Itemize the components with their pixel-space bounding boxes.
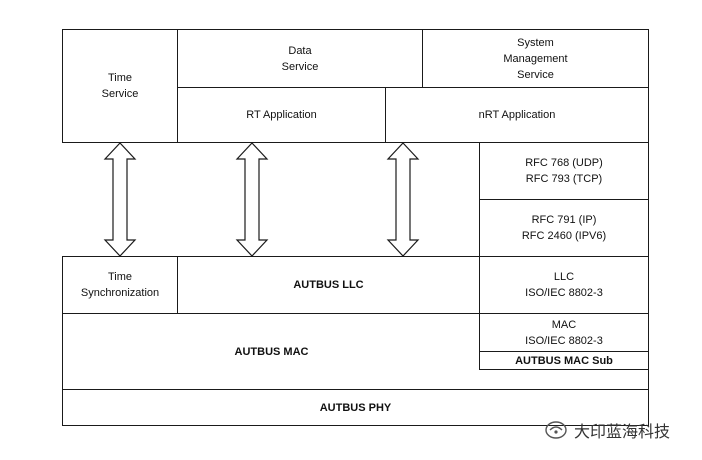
time-service-label: Time Service: [101, 72, 139, 100]
rfc-udp-tcp-label: RFC 768 (UDP) RFC 793 (TCP): [525, 157, 603, 185]
watermark: 大印蓝海科技: [544, 418, 670, 442]
autbus-phy-box: AUTBUS PHY: [62, 389, 649, 426]
llc-iso-label: LLC ISO/IEC 8802-3: [525, 271, 603, 299]
llc-iso-box: LLC ISO/IEC 8802-3: [479, 256, 649, 314]
double-arrow-time: [103, 142, 137, 257]
rfc-ip-ipv6-box: RFC 791 (IP) RFC 2460 (IPV6): [479, 199, 649, 257]
watermark-text: 大印蓝海科技: [574, 422, 671, 441]
autbus-phy-label: AUTBUS PHY: [319, 401, 392, 414]
system-management-service-label: System Management Service: [503, 36, 568, 81]
time-synchronization-label: Time Synchronization: [80, 271, 160, 299]
rt-application-box: RT Application: [177, 87, 386, 143]
autbus-llc-label: AUTBUS LLC: [293, 279, 364, 291]
data-service-label: Data Service: [281, 44, 319, 73]
double-arrow-rt: [235, 142, 269, 257]
nrt-application-box: nRT Application: [385, 87, 649, 143]
time-synchronization-box: Time Synchronization: [62, 256, 178, 314]
rt-application-label: RT Application: [246, 109, 317, 121]
mac-iso-label: MAC ISO/IEC 8802-3: [525, 318, 603, 347]
double-arrow-nrt: [386, 142, 420, 257]
autbus-llc-box: AUTBUS LLC: [177, 256, 480, 314]
autbus-mac-label: AUTBUS MAC: [234, 345, 309, 358]
mac-iso-box: MAC ISO/IEC 8802-3: [479, 313, 649, 352]
autbus-mac-sub-label: AUTBUS MAC Sub: [515, 354, 613, 367]
rfc-ip-ipv6-label: RFC 791 (IP) RFC 2460 (IPV6): [521, 214, 607, 242]
wechat-official-account-icon: [545, 421, 567, 439]
time-service-box: Time Service: [62, 29, 178, 143]
nrt-application-label: nRT Application: [478, 109, 556, 121]
system-management-service-box: System Management Service: [422, 29, 649, 88]
data-service-box: Data Service: [177, 29, 423, 88]
autbus-mac-sub-box: AUTBUS MAC Sub: [479, 351, 649, 370]
rfc-udp-tcp-box: RFC 768 (UDP) RFC 793 (TCP): [479, 142, 649, 200]
